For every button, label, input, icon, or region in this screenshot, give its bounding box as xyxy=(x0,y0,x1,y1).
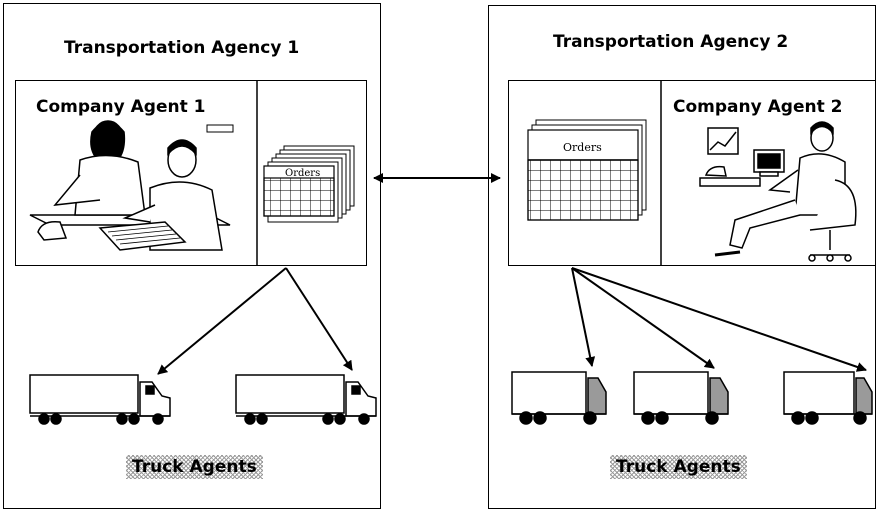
agency-2-title: Transportation Agency 2 xyxy=(553,32,789,52)
dispatch-arrow-2b xyxy=(571,267,715,369)
truck-icon-1a xyxy=(29,374,171,425)
truck-agents-label-2: Truck Agents xyxy=(610,455,747,479)
agency-1-title: Transportation Agency 1 xyxy=(64,38,300,58)
orders-label-2: Orders xyxy=(563,141,602,154)
orders-calendar-1: Orders xyxy=(263,145,355,223)
truck-agents-label-1: Truck Agents xyxy=(126,455,263,479)
businessman-computer-icon xyxy=(699,121,857,262)
meeting-people-icon xyxy=(29,120,231,251)
small-window-icon xyxy=(206,124,234,133)
company-agent-1-title: Company Agent 1 xyxy=(36,97,206,117)
dispatch-arrow-2a xyxy=(571,267,596,367)
truck-icon-2b xyxy=(633,371,729,425)
dispatch-arrow-2c xyxy=(571,267,867,372)
truck-icon-2c xyxy=(783,371,873,425)
truck-icon-2a xyxy=(511,371,607,425)
orders-label-1: Orders xyxy=(285,168,320,179)
orders-calendar-2: Orders xyxy=(527,119,647,221)
dispatch-arrow-1b xyxy=(285,267,353,371)
truck-icon-1b xyxy=(235,374,377,425)
company-agent-2-title: Company Agent 2 xyxy=(673,97,843,117)
dispatch-arrow-1a xyxy=(157,267,287,375)
